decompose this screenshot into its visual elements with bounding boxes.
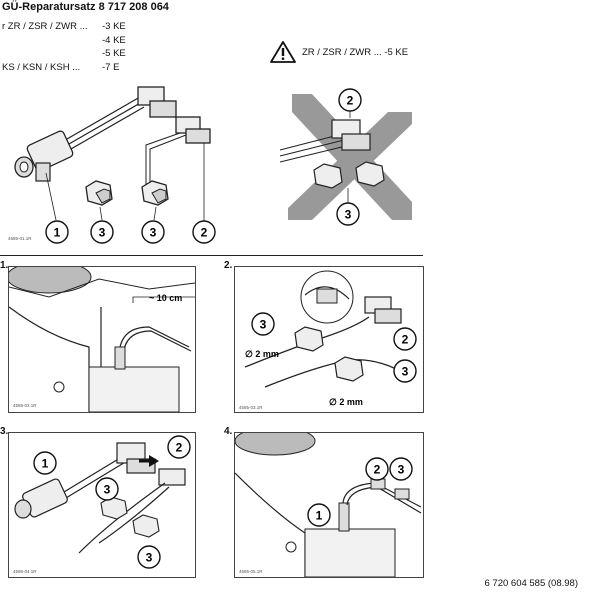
connector-part-top — [137, 86, 177, 118]
step-2-panel: 3 2 3 ∅ 2 mm ∅ 2 mm 4585-03.1R — [234, 266, 424, 413]
callout-3: 3 — [104, 483, 111, 497]
section-divider — [0, 255, 423, 256]
variant-value: -3 KE — [102, 21, 126, 32]
step-number: 2. — [224, 260, 233, 271]
step-1-panel: ~ 10 cm 4585-02.1R — [8, 266, 196, 413]
callout-3: 3 — [99, 226, 106, 240]
page-title: GÜ-Reparatursatz 8 717 208 064 — [2, 1, 169, 13]
figure-code: 4585-02.1R — [13, 403, 37, 408]
variant-row: -4 KE — [2, 34, 126, 48]
warning-triangle-icon — [270, 41, 296, 63]
step-1-illustration: ~ 10 cm 4585-02.1R — [9, 267, 195, 412]
callout-2: 2 — [176, 441, 183, 455]
step-2-illustration: 3 2 3 ∅ 2 mm ∅ 2 mm 4585-03.1R — [239, 270, 417, 410]
step-number: 3. — [0, 426, 9, 437]
callout-3: 3 — [150, 226, 157, 240]
not-applicable-illustration: 2 3 — [279, 88, 412, 226]
callout-1: 1 — [42, 457, 49, 471]
kit-parts-illustration: 1 3 3 2 4585-01.1R — [8, 86, 216, 244]
step-number: 1. — [0, 260, 9, 271]
variant-value: -4 KE — [102, 34, 126, 46]
variant-label: r ZR / ZSR / ZWR ... — [2, 21, 88, 32]
callout-1: 1 — [316, 509, 323, 523]
callout-2: 2 — [374, 463, 381, 477]
document-number: 6 720 604 585 (08.98) — [484, 578, 579, 589]
variant-label — [2, 47, 102, 61]
callout-3: 3 — [402, 365, 409, 379]
variant-row: r ZR / ZSR / ZWR ... -3 KE — [2, 20, 126, 34]
figure-code: 4585-04.1R — [13, 569, 37, 574]
callout-2: 2 — [201, 226, 208, 240]
variant-row: KS / KSN / KSH ... -7 E — [2, 61, 126, 75]
figure-code: 4585-01.1R — [8, 236, 32, 241]
figure-code: 4585-05.1R — [239, 569, 263, 574]
callout-3: 3 — [398, 463, 405, 477]
connector-part — [145, 116, 211, 223]
variant-value: -7 E — [102, 61, 120, 73]
step-3-illustration: 1 2 3 3 4585-04.1R — [13, 435, 191, 574]
callout-3: 3 — [260, 318, 267, 332]
sensor-part — [14, 130, 74, 182]
variant-list: r ZR / ZSR / ZWR ... -3 KE -4 KE -5 KE KS… — [2, 20, 126, 74]
warning-note: ZR / ZSR / ZWR ... -5 KE — [270, 41, 408, 63]
variant-value: -5 KE — [102, 48, 126, 59]
variant-row: -5 KE — [2, 47, 126, 61]
callout-1: 1 — [54, 226, 61, 240]
variant-label: KS / KSN / KSH ... — [2, 61, 81, 73]
splice-clip-part — [85, 180, 113, 206]
step-4-panel: 1 2 3 4585-05.1R — [234, 432, 424, 578]
callout-2: 2 — [402, 333, 409, 347]
splice-clip-part — [141, 180, 169, 206]
step-number: 4. — [224, 426, 233, 437]
callout-2: 2 — [347, 94, 354, 108]
warning-text: ZR / ZSR / ZWR ... -5 KE — [302, 46, 409, 58]
step-4-illustration: 1 2 3 4585-05.1R — [235, 433, 422, 577]
variant-label — [2, 34, 102, 48]
callout-3: 3 — [345, 208, 352, 222]
callout-3: 3 — [146, 551, 153, 565]
step-3-panel: 1 2 3 3 4585-04.1R — [8, 432, 196, 578]
measure-label: ∅ 2 mm — [329, 397, 363, 407]
measure-label: ~ 10 cm — [149, 293, 182, 303]
figure-code: 4585-03.1R — [239, 405, 263, 410]
measure-label: ∅ 2 mm — [245, 349, 279, 359]
